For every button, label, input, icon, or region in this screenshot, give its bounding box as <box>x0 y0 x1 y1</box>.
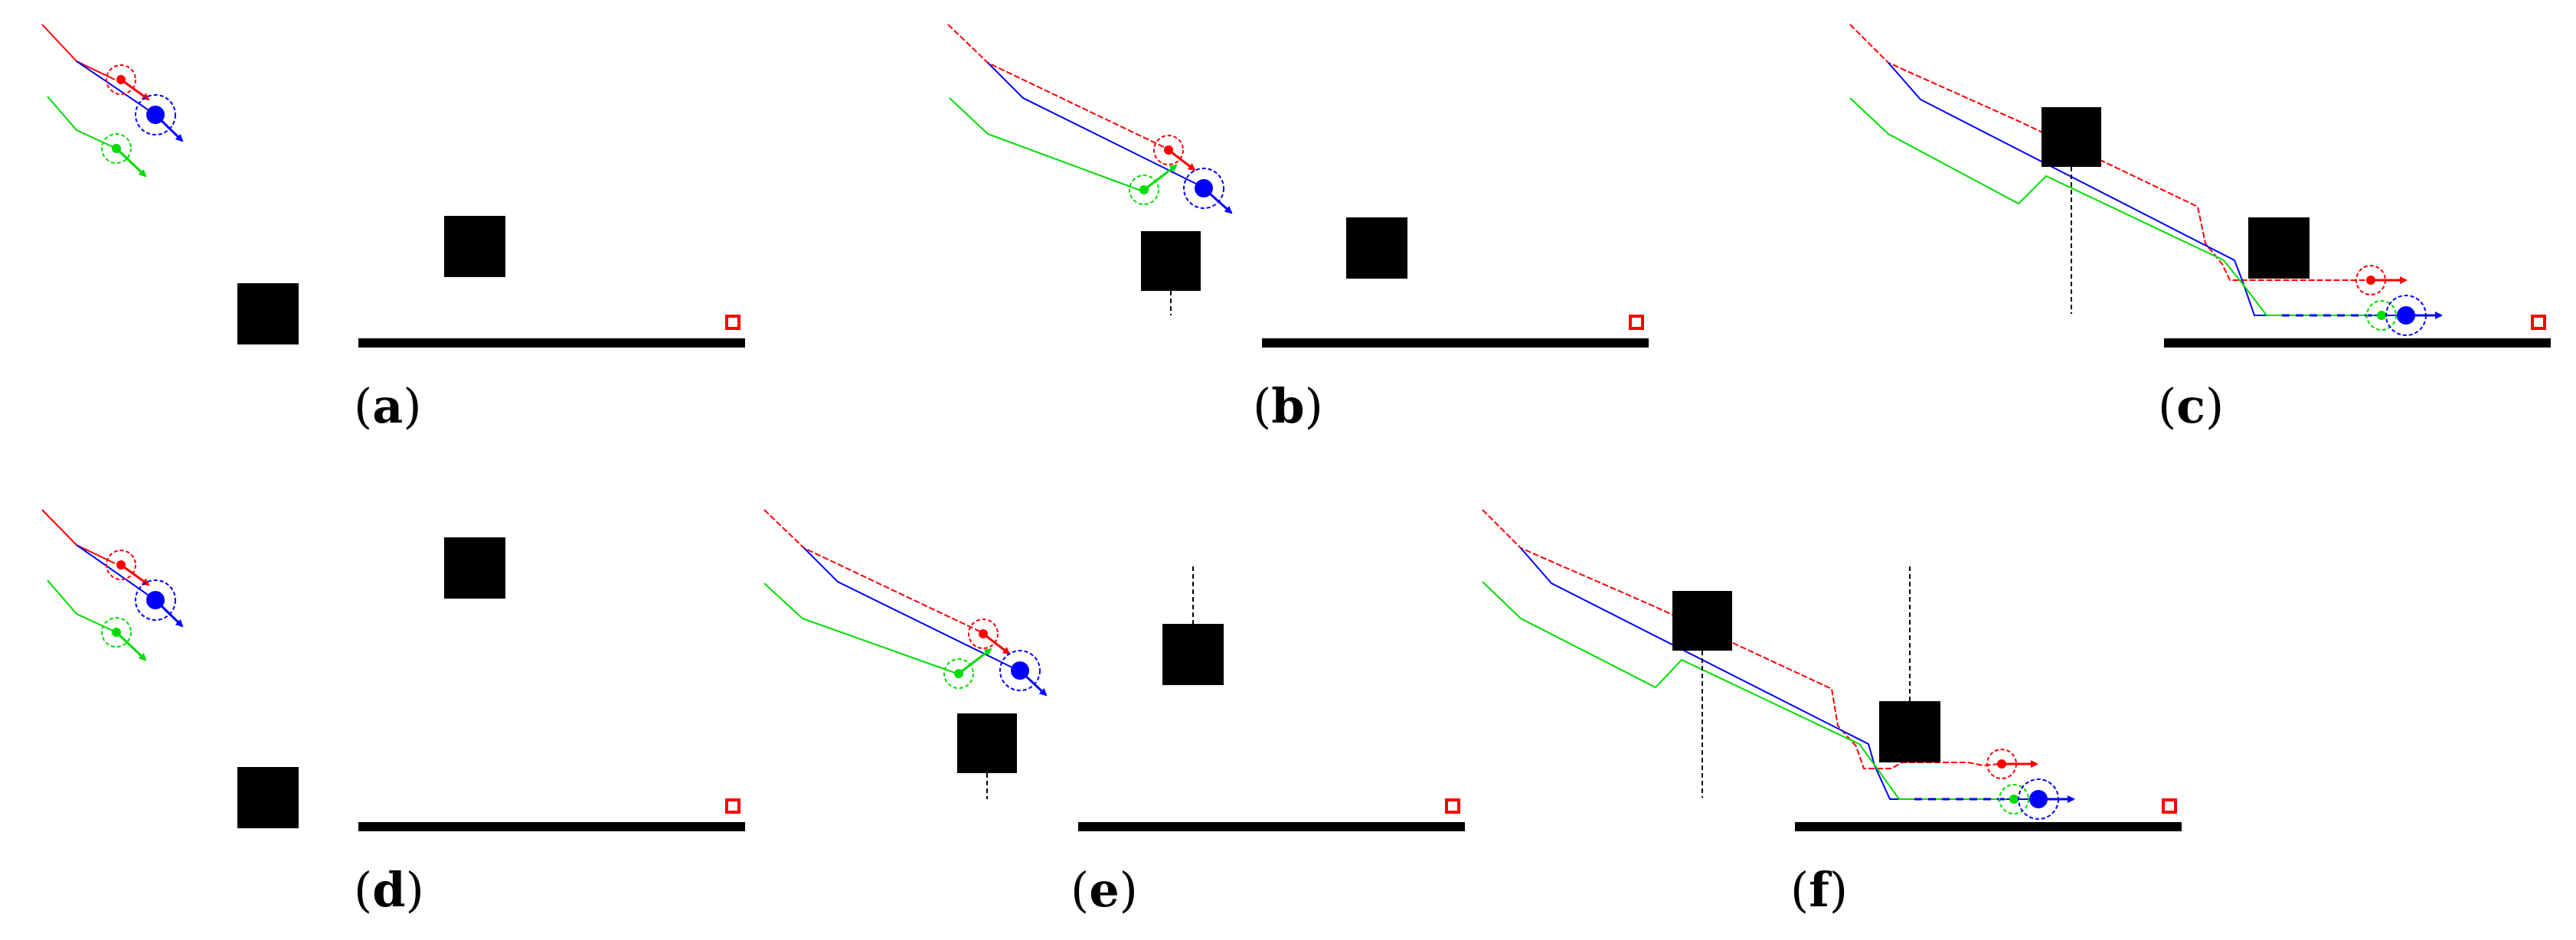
agent-blue <box>2385 295 2443 336</box>
obstacle-block <box>1346 217 1407 279</box>
agent-red <box>968 619 1011 655</box>
agent-blue <box>2018 778 2075 820</box>
floor-wall <box>358 338 745 348</box>
agent-red <box>1153 135 1196 171</box>
floor-wall <box>2164 338 2551 348</box>
trajectory-blue <box>803 547 1019 671</box>
agent-red <box>2355 265 2408 295</box>
trajectory-green <box>1849 97 2374 316</box>
goal-marker <box>2531 315 2546 330</box>
floor-wall <box>1262 338 1649 348</box>
floor-wall <box>1795 822 2182 831</box>
obstacle-block <box>237 283 299 344</box>
panel-label: (f) <box>1790 862 1848 918</box>
agent-green <box>101 133 147 178</box>
panel-label: (a) <box>354 378 422 434</box>
obstacle-block <box>1672 591 1732 651</box>
obstacle-block <box>957 713 1017 773</box>
panel-e: (e) <box>763 509 1465 918</box>
obstacle-block <box>1162 624 1224 685</box>
trajectory-blue <box>987 62 1203 188</box>
goal-marker <box>2162 798 2177 814</box>
trajectory-green <box>47 579 117 633</box>
trajectory-blue <box>1888 62 2406 316</box>
panel-f: (f) <box>1482 509 2182 918</box>
agent-green <box>1129 164 1178 205</box>
trajectory-blue <box>76 544 156 601</box>
obstacle-block <box>444 537 505 599</box>
obstacle-block <box>1879 701 1940 762</box>
agent-green <box>943 648 992 689</box>
goal-marker <box>725 798 740 814</box>
panel-c: (c) <box>1849 24 2551 434</box>
trajectory-red <box>1482 509 2001 769</box>
panel-a: (a) <box>41 24 745 434</box>
agent-green <box>1999 784 2029 814</box>
trajectory-red <box>1849 24 2371 281</box>
panel-label: (d) <box>354 862 424 918</box>
panel-b: (b) <box>947 24 1649 434</box>
trajectory-green <box>949 97 1142 191</box>
obstacle-block <box>2248 217 2310 279</box>
agent-red <box>106 64 150 101</box>
panel-label: (e) <box>1071 862 1138 918</box>
trajectory-red <box>41 24 116 80</box>
agent-green <box>101 617 147 661</box>
trajectory-red <box>41 509 116 564</box>
agent-red <box>106 550 150 586</box>
trajectory-green <box>47 96 117 149</box>
panel-d: (d) <box>41 509 745 918</box>
agent-blue <box>135 94 184 142</box>
obstacle-block <box>2042 107 2101 167</box>
trajectory-blue <box>1520 547 2040 800</box>
agent-blue <box>1183 168 1233 214</box>
obstacle-block <box>237 767 299 828</box>
goal-marker <box>1445 798 1460 814</box>
trajectory-red <box>947 24 1169 150</box>
agent-blue <box>999 650 1048 697</box>
agent-blue <box>135 579 184 628</box>
goal-marker <box>1629 315 1644 330</box>
trajectory-green <box>763 583 958 674</box>
trajectory-blue <box>76 60 156 116</box>
agent-red <box>1986 749 2038 779</box>
goal-marker <box>725 315 740 330</box>
obstacle-block <box>1141 231 1201 291</box>
agent-green <box>2366 300 2397 331</box>
obstacle-block <box>444 216 505 277</box>
trajectory-green <box>1482 581 2006 800</box>
floor-wall <box>358 822 745 831</box>
floor-wall <box>1078 822 1465 831</box>
panel-label: (c) <box>2158 378 2224 434</box>
panel-label: (b) <box>1253 378 1323 434</box>
